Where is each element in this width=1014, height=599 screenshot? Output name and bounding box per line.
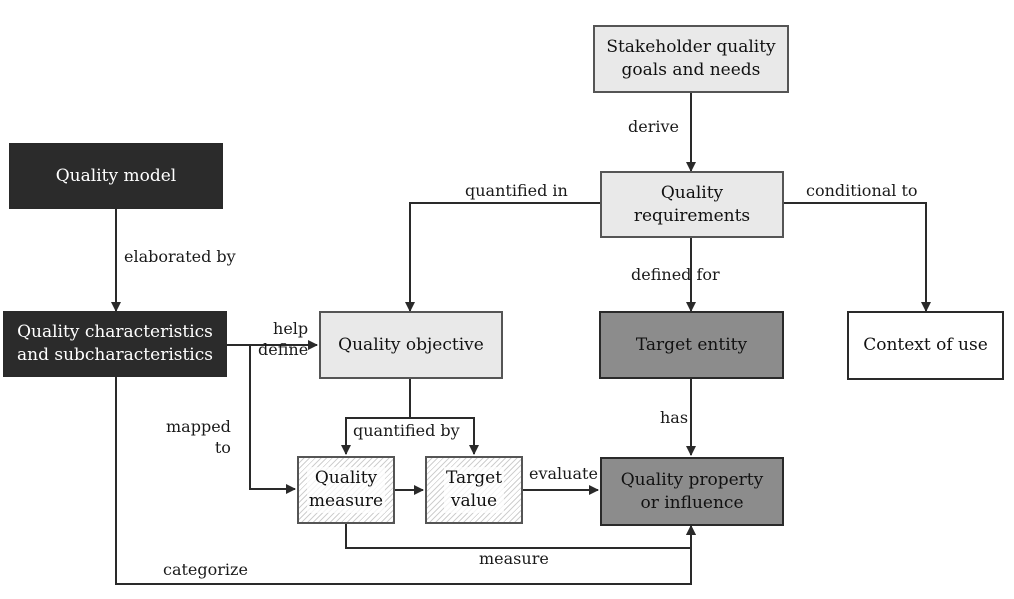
node-quality-model-label: Quality model	[55, 165, 177, 186]
node-quality-requirements-label: Quality requirements	[633, 182, 751, 226]
label-measure: measure	[479, 549, 549, 568]
label-elaborated-by: elaborated by	[124, 247, 236, 266]
node-quality-characteristics: Quality characteristics and subcharacter…	[3, 311, 227, 377]
label-evaluate: evaluate	[529, 464, 598, 483]
node-stakeholder-goals: Stakeholder quality goals and needs	[593, 25, 789, 93]
node-context-of-use: Context of use	[847, 311, 1004, 380]
label-categorize: categorize	[163, 560, 248, 579]
edge-measure	[345, 524, 696, 549]
label-quantified-by: quantified by	[351, 421, 462, 442]
node-quality-property-label: Quality property or influence	[620, 469, 764, 513]
node-quality-measure: Quality measure	[297, 456, 395, 524]
label-conditional-to: conditional to	[806, 181, 918, 200]
label-has: has	[660, 408, 689, 427]
node-target-value-label: Target value	[443, 467, 505, 513]
edge-quantified-by	[341, 379, 411, 455]
node-stakeholder-goals-label: Stakeholder quality goals and needs	[606, 37, 776, 80]
node-context-of-use-label: Context of use	[863, 335, 988, 356]
node-target-entity-label: Target entity	[635, 334, 748, 355]
edge-mapped-to	[249, 345, 296, 494]
edge-quantified-in	[405, 202, 600, 312]
label-help-define: help define	[258, 319, 309, 359]
label-derive: derive	[628, 117, 679, 136]
node-quality-objective-label: Quality objective	[338, 334, 484, 355]
node-quality-model: Quality model	[9, 143, 223, 209]
node-quality-property: Quality property or influence	[600, 457, 784, 526]
node-quality-measure-label: Quality measure	[306, 467, 386, 513]
edge-conditional-to	[784, 202, 931, 312]
node-quality-characteristics-label: Quality characteristics and subcharacter…	[16, 322, 213, 365]
label-quantified-in: quantified in	[465, 181, 568, 200]
label-defined-for: defined for	[631, 265, 720, 284]
node-target-entity: Target entity	[599, 311, 784, 379]
node-target-value: Target value	[425, 456, 523, 524]
label-mapped-to: mapped to	[166, 417, 231, 457]
node-quality-objective: Quality objective	[319, 311, 503, 379]
edge-categorize	[115, 377, 696, 585]
node-quality-requirements: Quality requirements	[600, 171, 784, 238]
